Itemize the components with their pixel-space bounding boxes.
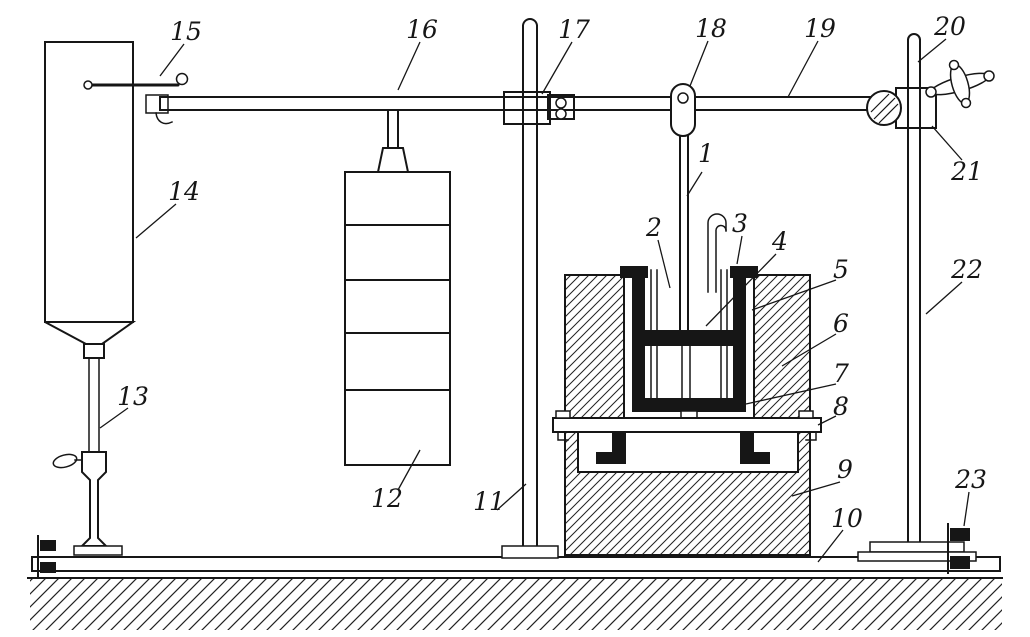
pointer-bracket <box>145 94 169 114</box>
plate-left-tab <box>555 410 571 419</box>
clamp-screw-upper <box>555 97 567 109</box>
pointer-tip-knob <box>175 72 189 86</box>
press-vessel <box>620 266 758 420</box>
vessel-left-wall <box>632 266 645 412</box>
callout-label-21: 21 <box>950 157 983 186</box>
loading-rod <box>679 129 689 333</box>
callout-label-6: 6 <box>833 309 849 338</box>
leader-lines <box>99 38 970 563</box>
middle-column <box>501 18 559 559</box>
piston <box>645 330 733 346</box>
thermometer-tube <box>707 213 727 293</box>
pulley <box>866 90 902 126</box>
pivot-link <box>670 83 696 137</box>
callout-label-9: 9 <box>837 455 853 484</box>
callout-label-14: 14 <box>168 177 200 206</box>
callout-label-2: 2 <box>645 213 662 242</box>
right-column-foot-lower <box>857 551 977 562</box>
callout-label-16: 16 <box>406 15 438 44</box>
callout-label-18: 18 <box>695 14 727 43</box>
lever-beam <box>159 96 879 111</box>
handle-knob <box>925 86 937 98</box>
callout-label-5: 5 <box>833 255 849 284</box>
stopcock-handle <box>52 453 78 469</box>
plate-left-hook <box>557 431 569 441</box>
pointer-hook <box>155 112 174 125</box>
callout-label-1: 1 <box>698 139 714 168</box>
handle-knob <box>983 70 995 82</box>
callout-label-19: 19 <box>804 14 836 43</box>
middle-column-foot <box>501 545 559 559</box>
right-column-foot-upper <box>869 541 965 553</box>
callout-label-11: 11 <box>473 487 505 516</box>
vessel-right-wall <box>733 266 746 412</box>
callout-label-15: 15 <box>170 17 202 46</box>
callout-label-23: 23 <box>954 465 987 494</box>
weight-hanger <box>376 109 410 173</box>
base-rail <box>31 556 1001 572</box>
weight-stack <box>344 171 451 466</box>
right-column <box>857 33 977 562</box>
callout-label-17: 17 <box>558 15 590 44</box>
plate-right-hook <box>805 431 817 441</box>
column-clamp <box>503 91 575 125</box>
callout-labels: 1 2 3 4 5 6 7 8 9 10 11 12 13 14 15 16 1… <box>117 12 987 533</box>
ground-hatching <box>27 577 1003 630</box>
right-bench-clamp <box>947 523 970 574</box>
handle-knob <box>960 97 972 109</box>
vessel-bottom <box>632 398 746 412</box>
pointer-eye <box>83 80 93 90</box>
clamp-screw-lower <box>555 108 567 120</box>
callout-label-13: 13 <box>117 382 149 411</box>
callout-label-4: 4 <box>771 227 788 256</box>
callout-label-8: 8 <box>833 392 849 421</box>
stopcock <box>52 451 123 556</box>
callout-label-3: 3 <box>732 209 748 238</box>
left-bench-clamp <box>37 535 56 578</box>
burette-assembly <box>44 41 137 556</box>
screw-handwheel <box>925 59 995 109</box>
piston-lower-stem <box>681 345 691 399</box>
handle-knob <box>948 59 960 71</box>
pointer-arm <box>83 72 189 125</box>
callout-label-10: 10 <box>831 504 863 533</box>
capillary-tube <box>88 357 100 453</box>
callout-label-20: 20 <box>933 12 966 41</box>
callout-label-22: 22 <box>950 255 983 284</box>
bottom-plate <box>552 410 822 441</box>
burette-funnel <box>44 321 137 345</box>
callout-label-12: 12 <box>371 484 403 513</box>
callout-label-7: 7 <box>833 359 849 388</box>
support-feet <box>596 432 770 464</box>
plate-right-tab <box>798 410 814 419</box>
stopcock-foot <box>73 545 123 556</box>
burette-neck <box>83 343 105 359</box>
pivot-pin <box>677 92 689 104</box>
